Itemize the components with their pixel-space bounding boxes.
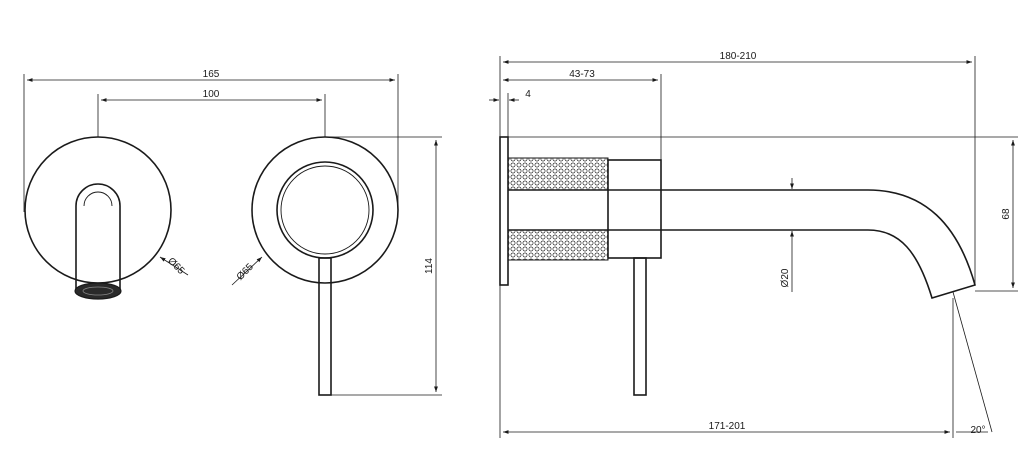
valve-body-side	[607, 159, 662, 259]
front-view: 165 100 Ø65 Ø65 114	[23, 69, 442, 396]
spout-inner-edge	[83, 191, 113, 207]
lever-handle-side	[633, 257, 647, 396]
knurled-collar-lower	[507, 229, 609, 261]
dim-overall-projection: 180-210	[720, 51, 757, 62]
dim-spout-diameter: Ø20	[780, 268, 791, 287]
dim-valve-plate-diameter: Ø65	[235, 261, 256, 282]
aerator-mesh	[82, 286, 114, 296]
dim-front-centers: 100	[203, 89, 220, 100]
aerator-outlet	[74, 282, 122, 300]
knurled-collar-upper	[507, 157, 609, 191]
valve-cover-plate	[251, 136, 399, 284]
dim-front-height: 114	[424, 258, 435, 274]
spout-body-front	[75, 183, 121, 290]
lever-handle-front	[318, 257, 332, 396]
dim-plate-thickness: 4	[525, 89, 531, 100]
valve-handle-hub	[276, 161, 374, 259]
dim-front-width: 165	[203, 69, 220, 80]
dim-spout-reach: 171-201	[709, 421, 746, 432]
dim-spout-plate-diameter: Ø65	[165, 256, 186, 277]
dim-spout-angle: 20°	[970, 425, 985, 436]
spout-cover-plate	[24, 136, 172, 284]
valve-hub-inner	[280, 165, 370, 255]
wall-plate-side	[499, 136, 509, 286]
dim-body-depth: 43-73	[569, 69, 595, 80]
dim-spout-drop: 68	[1001, 208, 1012, 220]
side-view: 180-210 43-73 4 68 Ø20 171-201 20°	[489, 51, 1018, 438]
